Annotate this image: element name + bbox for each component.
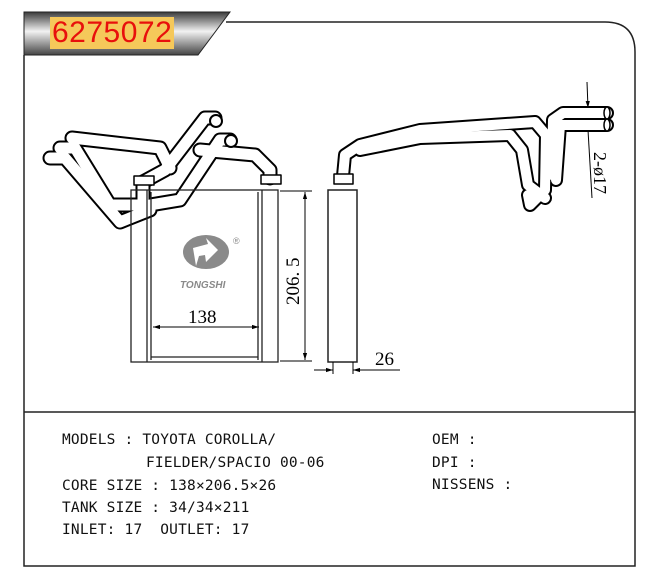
- dimension-depth-label: 26: [375, 349, 394, 370]
- front-view-pipes: [42, 110, 282, 230]
- part-number: 6275072: [50, 16, 175, 49]
- spec-nissens: NISSENS :: [432, 477, 513, 493]
- spec-inlet-outlet: INLET: 17 OUTLET: 17: [62, 522, 250, 538]
- side-view-core: [327, 189, 358, 363]
- spec-models: MODELS : TOYOTA COROLLA/: [62, 432, 277, 448]
- logo-brand-text: TONGSHI: [180, 280, 226, 291]
- tongshi-logo: ® TONGSHI: [180, 235, 240, 291]
- dimension-height-label: 206. 5: [283, 258, 304, 306]
- spec-models-continued: FIELDER/SPACIO 00-06: [146, 455, 325, 471]
- registered-mark: ®: [233, 236, 240, 246]
- spec-dpi: DPI :: [432, 455, 477, 471]
- dimension-height: [280, 190, 312, 362]
- spec-tank-size: TANK SIZE : 34/34×211: [62, 500, 250, 516]
- spec-core-size: CORE SIZE : 138×206.5×26: [62, 478, 277, 494]
- spec-oem: OEM :: [432, 432, 477, 448]
- dimension-pipe-diameter-label: 2-ø17: [590, 152, 610, 194]
- dimension-depth: [314, 362, 400, 374]
- dimension-width-label: 138: [188, 307, 217, 328]
- drawing-frame: [23, 21, 636, 567]
- side-view-pipes: [333, 106, 614, 212]
- dimension-pipe-diameter: [585, 81, 593, 199]
- front-view-core: [130, 189, 279, 363]
